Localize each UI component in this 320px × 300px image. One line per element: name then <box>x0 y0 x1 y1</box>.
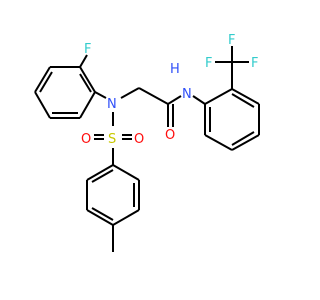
atom-cf3-fluorine-right: F <box>251 56 258 71</box>
atom-amide-hydrogen: H <box>170 62 180 77</box>
bond-n-ch2 <box>120 87 140 99</box>
tolyl-ring <box>86 164 140 226</box>
atom-sulfonyl-oxygen-right: O <box>134 132 144 147</box>
bond-c-f <box>79 54 88 68</box>
atom-cf3-fluorine-top: F <box>228 33 235 48</box>
atom-sulfur: S <box>108 132 116 147</box>
trifluoromethylphenyl-ring <box>204 88 260 151</box>
atom-carbonyl-oxygen: O <box>165 128 175 143</box>
atom-amide-nitrogen: N <box>182 87 192 102</box>
fluorophenyl-ring <box>34 66 96 119</box>
bond-c-nh <box>167 95 182 105</box>
structure-canvas: F N S O O O N H F F F <box>34 33 260 252</box>
atom-sulfonamide-nitrogen: N <box>107 97 117 112</box>
bond-ch2-c <box>138 87 169 105</box>
atom-fluorine-aryl: F <box>84 42 91 57</box>
bond-nh-aryl <box>192 95 206 105</box>
molecule-structure: F N S O O O N H F F F <box>34 33 260 252</box>
atom-sulfonyl-oxygen-left: O <box>81 132 91 147</box>
bond-aryl-n <box>94 91 107 99</box>
atom-cf3-fluorine-left: F <box>205 56 212 71</box>
